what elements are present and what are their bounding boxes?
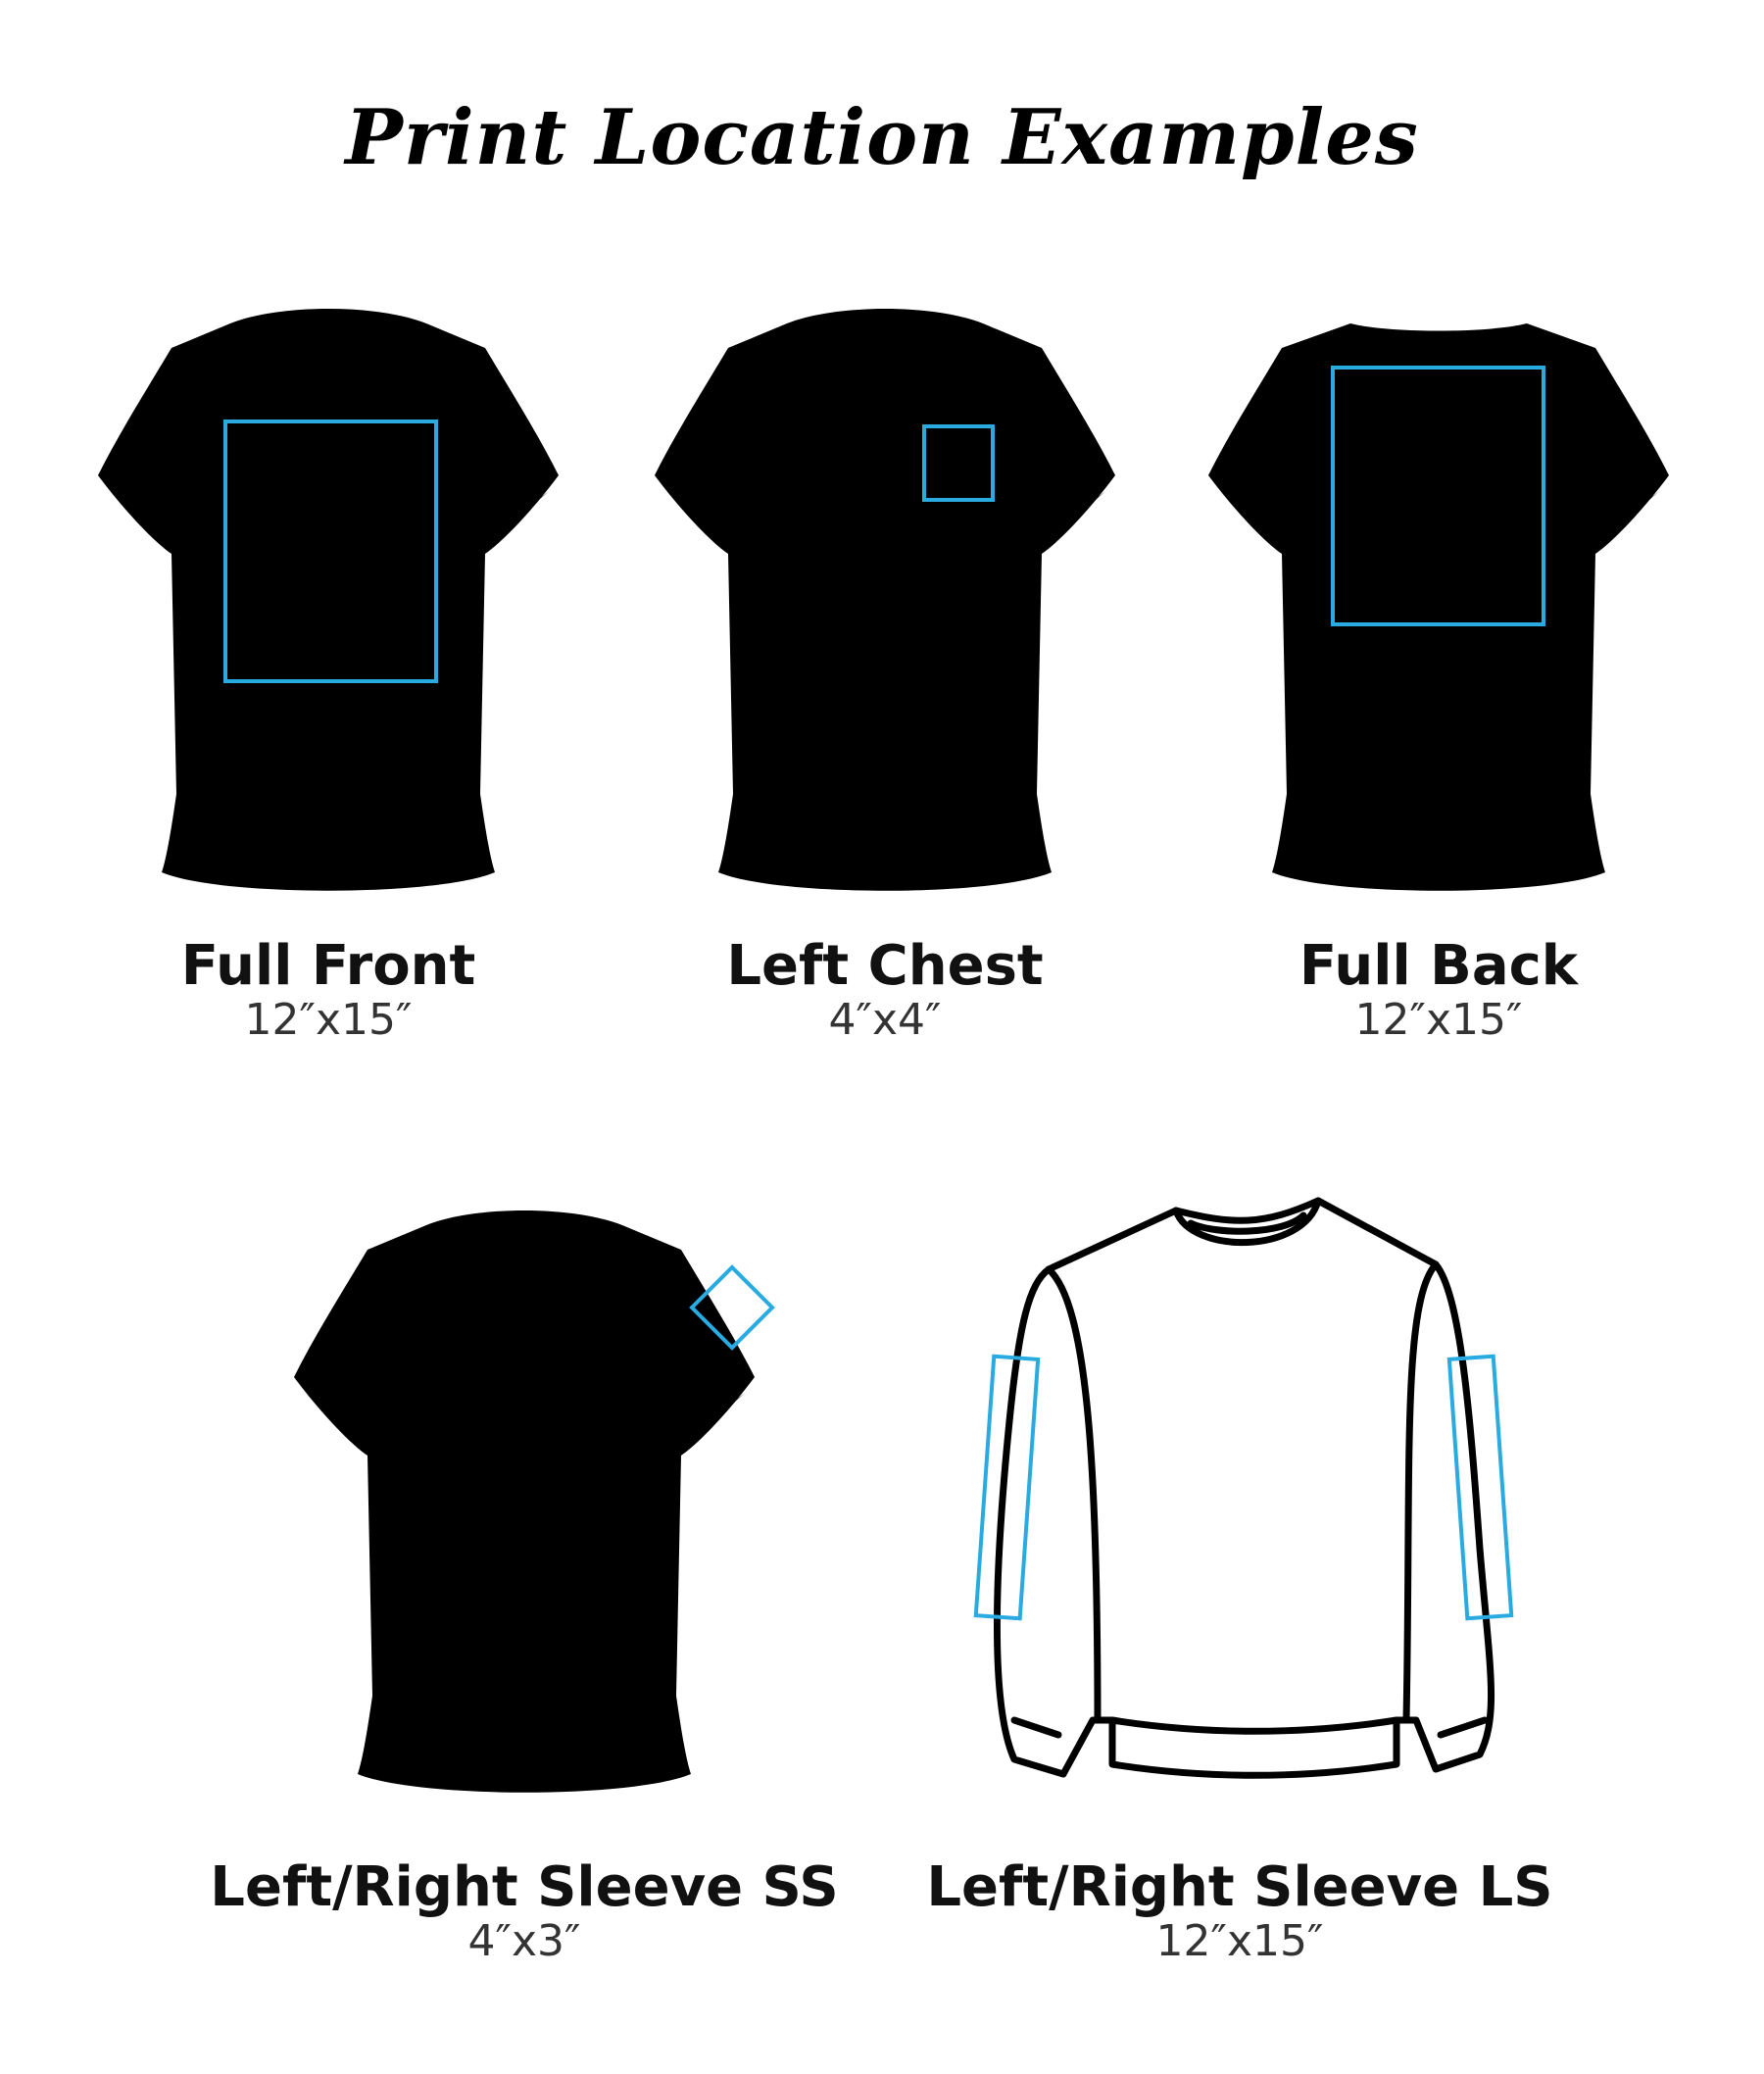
tshirt-left-chest-illustration — [655, 309, 1115, 891]
long-sleeve-print-area-left — [973, 1354, 1041, 1621]
tshirt-front-illustration — [98, 309, 559, 891]
caption-full-front: Full Front 12″x15″ — [132, 936, 524, 1044]
page-title: Print Location Examples — [345, 93, 1419, 182]
location-size: 12″x15″ — [244, 994, 413, 1045]
location-name: Left/Right Sleeve SS — [210, 1855, 839, 1919]
tshirt-sleeve-ss-illustration — [294, 1210, 755, 1793]
location-size: 12″x15″ — [1354, 994, 1523, 1045]
caption-sleeve-ls: Left/Right Sleeve LS 12″x15″ — [897, 1857, 1583, 1965]
short-sleeve-print-area — [689, 1264, 775, 1351]
caption-full-back: Full Back 12″x15″ — [1243, 936, 1635, 1044]
location-size: 4″x4″ — [828, 994, 942, 1045]
tshirt-back-illustration — [1208, 323, 1669, 891]
location-name: Left Chest — [726, 934, 1044, 998]
full-back-print-area — [1331, 366, 1545, 626]
location-size: 4″x3″ — [467, 1915, 581, 1966]
location-name: Full Front — [180, 934, 476, 998]
full-front-print-area — [223, 420, 438, 683]
caption-sleeve-ss: Left/Right Sleeve SS 4″x3″ — [181, 1857, 867, 1965]
caption-left-chest: Left Chest 4″x4″ — [689, 936, 1081, 1044]
location-name: Full Back — [1298, 934, 1579, 998]
location-name: Left/Right Sleeve LS — [926, 1855, 1553, 1919]
long-sleeve-print-area-right — [1446, 1354, 1514, 1621]
sweatshirt-illustration — [994, 1197, 1495, 1779]
location-size: 12″x15″ — [1155, 1915, 1324, 1966]
left-chest-print-area — [922, 424, 995, 502]
